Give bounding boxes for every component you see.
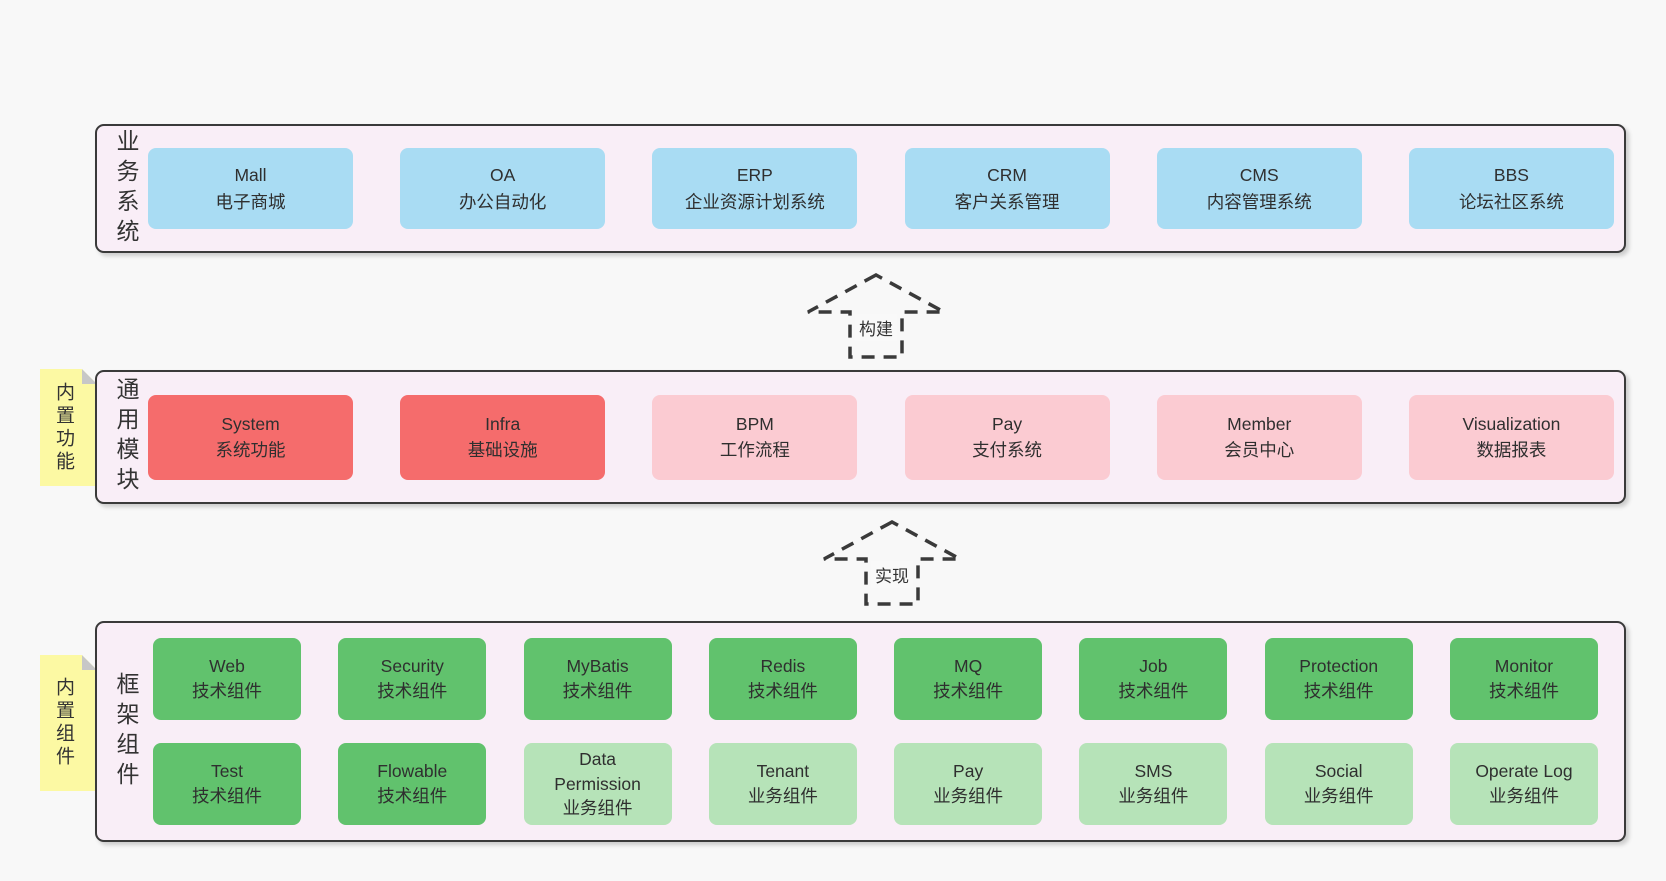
box-cms: CMS 内容管理系统: [1156, 148, 1362, 229]
box-operate-log: Operate Log 业务组件: [1449, 743, 1598, 825]
note-text: 内置组件: [53, 677, 74, 769]
arrow-build: 构建: [806, 272, 946, 360]
box-mybatis: MyBatis 技术组件: [523, 638, 672, 720]
layer-label: 业务系统: [113, 128, 139, 249]
box-flowable: Flowable 技术组件: [338, 743, 487, 825]
arrow-build-label: 构建: [855, 314, 897, 341]
arrow-implement: 实现: [822, 519, 962, 607]
box-protection: Protection 技术组件: [1264, 638, 1413, 720]
box-bpm: BPM 工作流程: [652, 394, 858, 480]
box-security: Security 技术组件: [338, 638, 487, 720]
box-crm: CRM 客户关系管理: [904, 148, 1110, 229]
business-system-boxes: Mall 电子商城 OA 办公自动化 ERP 企业资源计划系统 CRM 客户关系…: [148, 126, 1614, 251]
layer-framework-components: 框架组件 Web 技术组件 Security 技术组件 MyBatis 技术组件…: [95, 621, 1626, 842]
layer-business-systems: 业务系统 Mall 电子商城 OA 办公自动化 ERP 企业资源计划系统 CRM…: [95, 124, 1626, 253]
box-monitor: Monitor 技术组件: [1449, 638, 1598, 720]
box-social: Social 业务组件: [1264, 743, 1413, 825]
up-arrow-icon: [807, 273, 945, 359]
up-arrow-icon: [823, 520, 961, 606]
box-sms: SMS 业务组件: [1079, 743, 1228, 825]
layer-label: 通用模块: [113, 377, 139, 497]
box-member: Member 会员中心: [1156, 394, 1362, 480]
box-job: Job 技术组件: [1079, 638, 1228, 720]
box-mall: Mall 电子商城: [148, 148, 353, 229]
box-data-permission: Data Permission 业务组件: [523, 743, 672, 825]
box-oa: OA 办公自动化: [400, 148, 606, 229]
arrow-implement-label: 实现: [871, 561, 913, 588]
note-built-in-components: 内置组件: [40, 655, 97, 791]
box-redis: Redis 技术组件: [708, 638, 857, 720]
layer-common-modules: 通用模块 System 系统功能 Infra 基础设施 BPM 工作流程 Pay…: [95, 370, 1626, 504]
box-bbs: BBS 论坛社区系统: [1408, 148, 1614, 229]
box-pay-component: Pay 业务组件: [894, 743, 1043, 825]
tech-components-row: Web 技术组件 Security 技术组件 MyBatis 技术组件 Redi…: [153, 638, 1598, 720]
box-visualization: Visualization 数据报表: [1408, 394, 1614, 480]
box-system: System 系统功能: [148, 394, 353, 480]
framework-component-rows: Web 技术组件 Security 技术组件 MyBatis 技术组件 Redi…: [153, 623, 1598, 840]
box-tenant: Tenant 业务组件: [708, 743, 857, 825]
common-module-boxes: System 系统功能 Infra 基础设施 BPM 工作流程 Pay 支付系统…: [148, 372, 1614, 502]
box-test: Test 技术组件: [153, 743, 301, 825]
note-text: 内置功能: [53, 381, 74, 474]
box-web: Web 技术组件: [153, 638, 301, 720]
note-built-in-features: 内置功能: [40, 369, 97, 486]
box-infra: Infra 基础设施: [400, 394, 606, 480]
box-mq: MQ 技术组件: [894, 638, 1043, 720]
box-pay-system: Pay 支付系统: [904, 394, 1110, 480]
business-components-row: Test 技术组件 Flowable 技术组件 Data Permission …: [153, 743, 1598, 825]
box-erp: ERP 企业资源计划系统: [652, 148, 858, 229]
layer-label: 框架组件: [113, 671, 139, 792]
